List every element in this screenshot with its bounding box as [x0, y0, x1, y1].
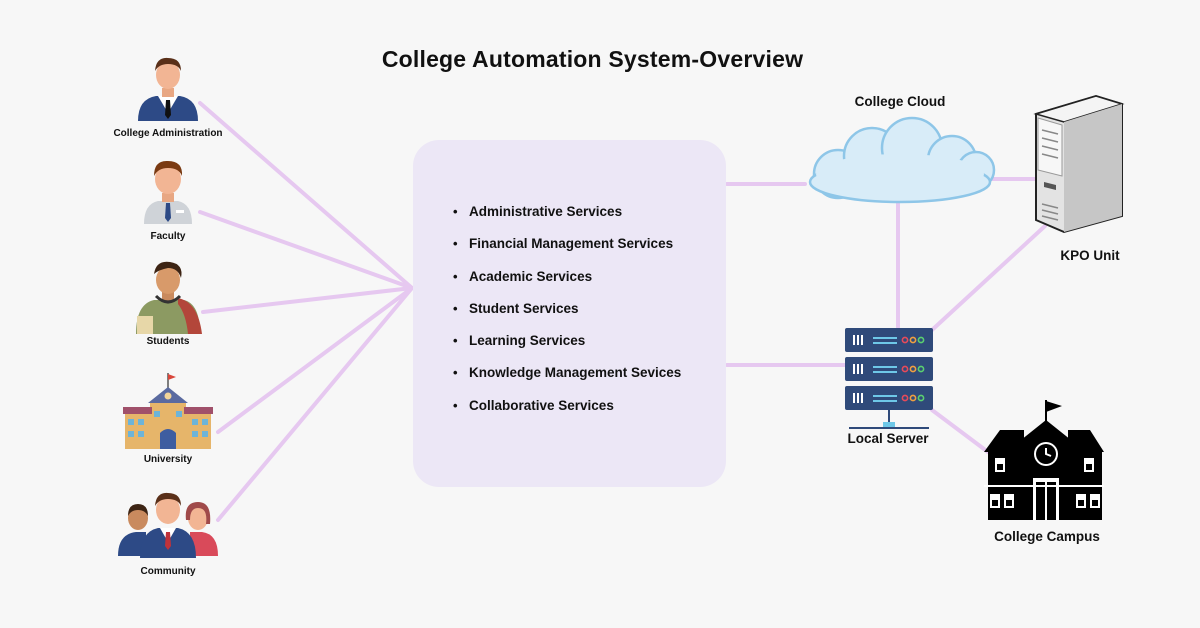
- actor-label-administration: College Administration: [113, 128, 223, 139]
- service-item: Knowledge Management Sevices: [453, 363, 681, 395]
- actor-university: University: [98, 371, 238, 465]
- page-title: College Automation System-Overview: [381, 46, 804, 72]
- actor-administration: College Administration: [98, 55, 238, 139]
- faculty-icon: [144, 160, 192, 224]
- university-building-icon: [123, 373, 213, 449]
- services-panel: Administrative Services Financial Manage…: [413, 140, 726, 487]
- server-label: Local Server: [847, 431, 929, 446]
- server-rack-icon: [845, 328, 933, 429]
- actor-label-community: Community: [140, 566, 196, 577]
- community-group-icon: [118, 492, 218, 558]
- actor-students: Students: [98, 258, 238, 347]
- kpo-label: KPO Unit: [1060, 248, 1120, 263]
- connector-faculty: [198, 210, 414, 290]
- actor-label-students: Students: [146, 336, 190, 347]
- campus-label: College Campus: [994, 529, 1100, 544]
- actor-faculty: Faculty: [98, 158, 238, 242]
- actor-label-faculty: Faculty: [150, 231, 186, 242]
- connector-server-campus: [930, 408, 990, 454]
- cloud-label: College Cloud: [854, 94, 946, 109]
- connector-students: [201, 286, 414, 314]
- actor-community: Community: [98, 488, 238, 577]
- connector-admin: [198, 101, 414, 290]
- service-item: Academic Services: [453, 267, 681, 299]
- service-item: Student Services: [453, 299, 681, 331]
- connector-community: [216, 286, 414, 522]
- school-building-icon: [984, 400, 1104, 520]
- administrator-icon: [138, 57, 198, 121]
- service-item: Financial Management Services: [453, 234, 681, 266]
- service-item: Learning Services: [453, 331, 681, 363]
- actor-label-university: University: [143, 454, 193, 465]
- service-item: Administrative Services: [453, 202, 681, 234]
- service-item: Collaborative Services: [453, 396, 681, 428]
- cloud-icon: [808, 116, 996, 204]
- connector-university: [216, 286, 414, 434]
- server-tower-icon: [1033, 94, 1125, 234]
- connector-server-kpo: [930, 224, 1047, 332]
- services-list: Administrative Services Financial Manage…: [453, 202, 681, 428]
- student-icon: [136, 261, 202, 334]
